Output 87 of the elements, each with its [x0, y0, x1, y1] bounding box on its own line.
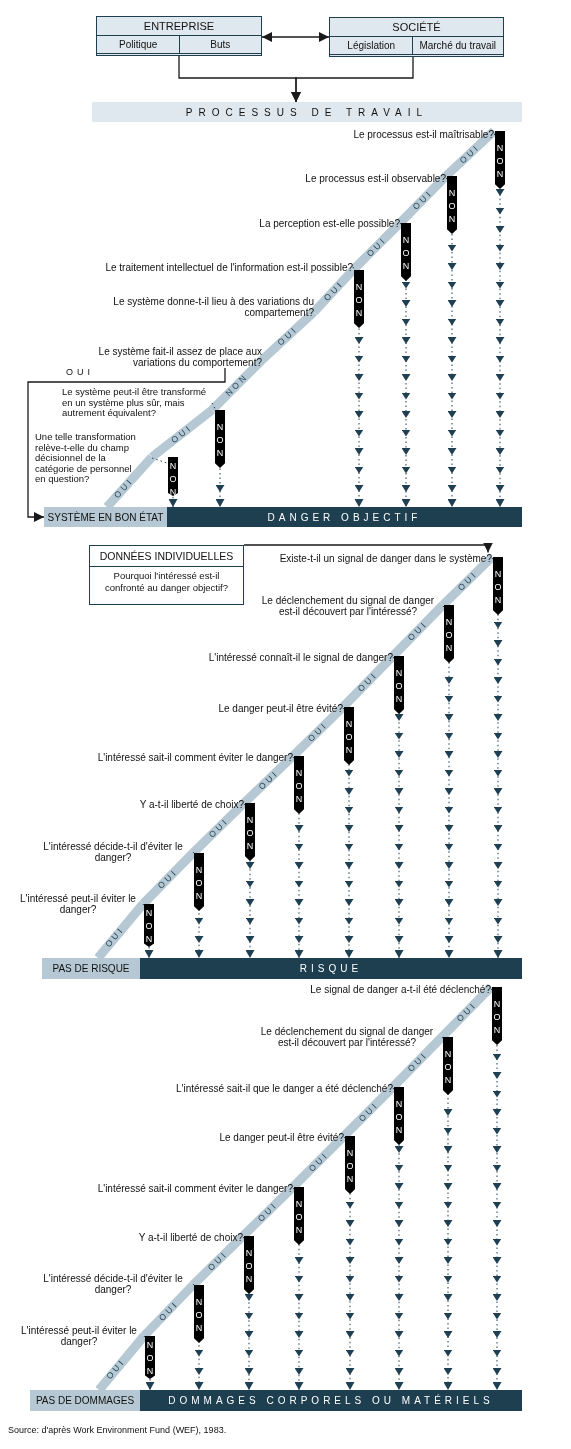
edge-label: NON [215, 410, 225, 468]
entity-box [96, 16, 262, 56]
arrow [243, 542, 493, 554]
question-text: L'intéressé connaît-il le signal de danger? [208, 651, 393, 663]
ramp-connector [339, 652, 397, 711]
edge-label: NON [444, 605, 454, 663]
question-text: Le danger peut-il être évité? [219, 1131, 344, 1143]
arrow [493, 133, 505, 508]
question-text: Le système peut-il être transformé en un système plus sûr, mais autrement équivalent? [62, 387, 212, 419]
category-cell: Buts [178, 35, 262, 54]
outcome-band: DOMMAGES CORPORELS OU MATÉRIELS [140, 1390, 522, 1411]
edge-label: NON [344, 707, 354, 765]
edge-label: NON [401, 223, 411, 281]
category-cell: Législation [329, 36, 414, 55]
arrow [291, 56, 414, 103]
ramp-connector [94, 901, 147, 961]
edge-label: NON [145, 1336, 155, 1379]
arrow [490, 988, 502, 1391]
edge-label: NON [294, 756, 304, 814]
ramp-connector [208, 356, 266, 414]
edge-label: NON [354, 270, 364, 328]
ramp-connector [239, 1183, 297, 1240]
ramp-connector [95, 1333, 148, 1393]
question-text: L'intéressé décide-t-il d'éviter le danger? [33, 1273, 193, 1295]
question-text: Le déclenchement du signal de danger est-il découvert par l'intéressé? [252, 1026, 442, 1048]
edge-label: NON [493, 557, 503, 615]
outcome-band: RISQUE [140, 958, 522, 979]
edge-label: NON [492, 987, 502, 1045]
edge-label: NON [447, 176, 457, 234]
question-text: Le danger peut-il être évité? [218, 702, 343, 714]
outcome-band: DANGER OBJECTIF [167, 507, 522, 527]
edge-label: NON [144, 904, 154, 947]
arrow [27, 367, 226, 522]
ramp-connector [240, 752, 297, 807]
box-heading: SOCIÉTÉ [391, 20, 442, 35]
edge-label: NON [443, 1037, 453, 1095]
question-text: Le processus est-il observable? [305, 172, 446, 184]
ramp-connector [189, 799, 248, 857]
question-text: L'intéressé peut-il éviter le danger? [13, 893, 143, 915]
question-text: Le traitement intellectuel de l'information est-il possible? [105, 261, 353, 273]
question-text: L'intéressé peut-il éviter le danger? [14, 1325, 144, 1347]
question-text: Le processus est-il maîtrisable? [353, 128, 494, 140]
question-text: Le signal de danger a-t-il été déclenché? [310, 983, 491, 995]
edge-label: NON [394, 656, 404, 714]
edge-label: NON [245, 803, 255, 861]
note-text: Pourquoi l'intéressé est-il confronté au danger objectif? [103, 570, 230, 594]
edge-label: NON [495, 131, 505, 189]
edge-label: NON [394, 1087, 404, 1145]
question-text: L'intéressé sait-il comment éviter le danger? [97, 1182, 293, 1194]
question-text: La perception est-elle possible? [259, 217, 400, 229]
question-text: Le système donne-t-il lieu à des variations du compartement? [99, 296, 314, 318]
ramp-connector [310, 266, 357, 316]
box-heading: ENTREPRISE [142, 19, 216, 34]
ramp-connector [149, 406, 215, 461]
question-text: L'intéressé sait-il que le danger a été déclenché? [175, 1082, 393, 1094]
arrow [442, 605, 454, 959]
ramp-connector [289, 703, 347, 760]
ramp-connector [258, 308, 318, 364]
outcome-band: PAS DE DOMMAGES [30, 1390, 140, 1411]
outcome-band: SYSTÈME EN BON ÉTAT [44, 507, 167, 527]
note-heading: DONNÉES INDIVIDUELLES [90, 546, 243, 567]
question-text: Existe-t-il un signal de danger dans le système? [279, 552, 492, 564]
question-text: L'intéressé sait-il comment éviter le danger? [97, 751, 293, 763]
note-box [89, 545, 244, 605]
arrow [261, 32, 330, 42]
edge-label: NON [194, 853, 204, 911]
edge-label: NON [168, 457, 178, 496]
edge-label: NON [244, 1236, 254, 1294]
category-cell: Marché du travail [411, 36, 504, 55]
edge-label: NON [294, 1187, 304, 1245]
process-band: PROCESSUS DE TRAVAIL [92, 102, 522, 122]
question-text: Y a-t-il liberté de choix? [138, 1231, 243, 1243]
entity-box [329, 17, 504, 57]
question-text: Le déclenchement du signal de danger est-il découvert par l'intéressé? [253, 595, 443, 617]
edge-label: NON [345, 1136, 355, 1194]
category-cell: Politique [96, 35, 181, 54]
question-text: Y a-t-il liberté de choix? [139, 798, 244, 810]
arrow [491, 557, 503, 959]
ramp-connector [442, 127, 498, 180]
ramp-connector [389, 601, 447, 660]
question-text: L'intéressé décide-t-il d'éviter le danger? [33, 841, 193, 863]
edge-label: NON [194, 1285, 204, 1343]
question-text: Le système fait-il assez de place aux variations du comportement? [92, 346, 262, 368]
ramp-connector [439, 553, 496, 609]
source-caption: Source: d'après Work Environment Fund (WEF), 1983. [8, 1425, 227, 1435]
ramp-connector [103, 454, 156, 510]
outcome-band: PAS DE RISQUE [42, 958, 140, 979]
